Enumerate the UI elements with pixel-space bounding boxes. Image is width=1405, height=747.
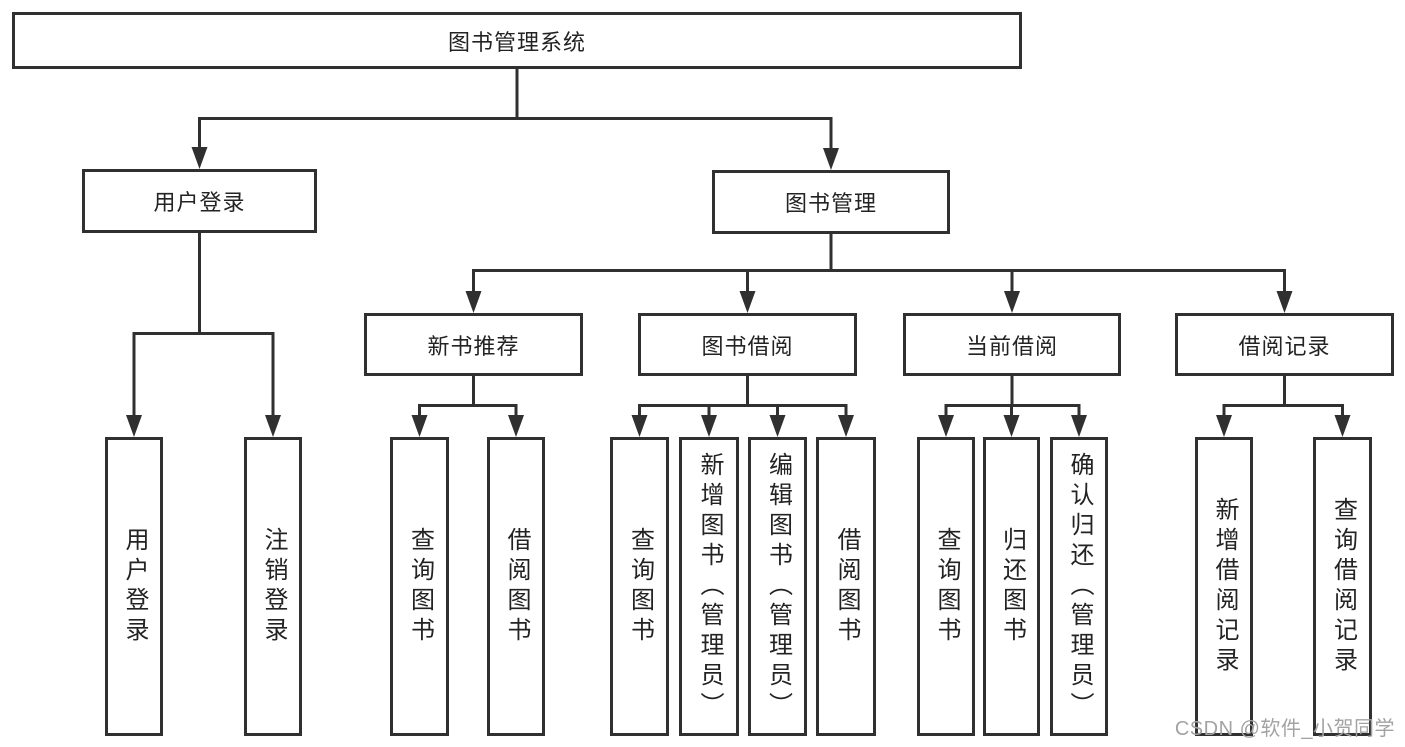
leaf-borrow-books: 借阅图书 [487, 437, 545, 736]
leaf-search-books-label: 查询图书 [626, 526, 654, 647]
node-current-borrowing: 当前借阅 [903, 313, 1121, 376]
node-book-management-label: 图书管理 [784, 191, 877, 216]
node-user-login: 用户登录 [82, 169, 317, 233]
leaf-add-borrow-record-label: 新增借阅记录 [1211, 496, 1238, 677]
node-root: 图书管理系统 [12, 12, 1022, 69]
node-current-borrowing-label: 当前借阅 [965, 333, 1058, 359]
leaf-return-book: 归还图书 [983, 437, 1040, 736]
leaf-search-books-label: 查询图书 [406, 526, 434, 647]
node-user-login-label: 用户登录 [153, 190, 246, 215]
watermark: CSDN @软件_小贺同学 [1174, 718, 1395, 740]
leaf-search-books: 查询图书 [390, 437, 449, 736]
leaf-confirm-return-admin-label: 确认归还（管理员） [1066, 451, 1093, 722]
node-root-label: 图书管理系统 [447, 29, 586, 55]
leaf-edit-book-admin: 编辑图书（管理员） [748, 437, 807, 736]
leaf-search-books: 查询图书 [610, 437, 669, 736]
node-borrowing-records-label: 借阅记录 [1238, 333, 1331, 359]
leaf-add-book-admin: 新增图书（管理员） [679, 437, 739, 736]
leaf-borrow-books-label: 借阅图书 [503, 526, 530, 647]
leaf-confirm-return-admin: 确认归还（管理员） [1050, 437, 1108, 736]
leaf-borrow-books: 借阅图书 [816, 437, 876, 736]
leaf-borrow-books-label: 借阅图书 [833, 526, 860, 647]
leaf-user-login: 用户登录 [105, 437, 163, 736]
leaf-user-login-label: 用户登录 [121, 526, 148, 647]
leaf-add-borrow-record: 新增借阅记录 [1195, 437, 1253, 736]
leaf-logout-label: 注销登录 [260, 526, 287, 647]
leaf-return-book-label: 归还图书 [998, 526, 1026, 647]
node-book-borrowing-label: 图书借阅 [701, 333, 794, 359]
node-new-book-recommendation-label: 新书推荐 [427, 333, 520, 359]
leaf-search-books-label: 查询图书 [933, 526, 960, 647]
leaf-search-books: 查询图书 [917, 437, 975, 736]
leaf-search-borrow-record: 查询借阅记录 [1313, 437, 1372, 736]
node-book-borrowing: 图书借阅 [638, 313, 857, 376]
node-book-management: 图书管理 [712, 170, 950, 234]
node-borrowing-records: 借阅记录 [1175, 313, 1394, 376]
leaf-search-borrow-record-label: 查询借阅记录 [1329, 496, 1357, 677]
leaf-add-book-admin-label: 新增图书（管理员） [696, 451, 723, 722]
leaf-logout: 注销登录 [244, 437, 302, 736]
leaf-edit-book-admin-label: 编辑图书（管理员） [764, 451, 792, 722]
node-new-book-recommendation: 新书推荐 [364, 313, 583, 376]
